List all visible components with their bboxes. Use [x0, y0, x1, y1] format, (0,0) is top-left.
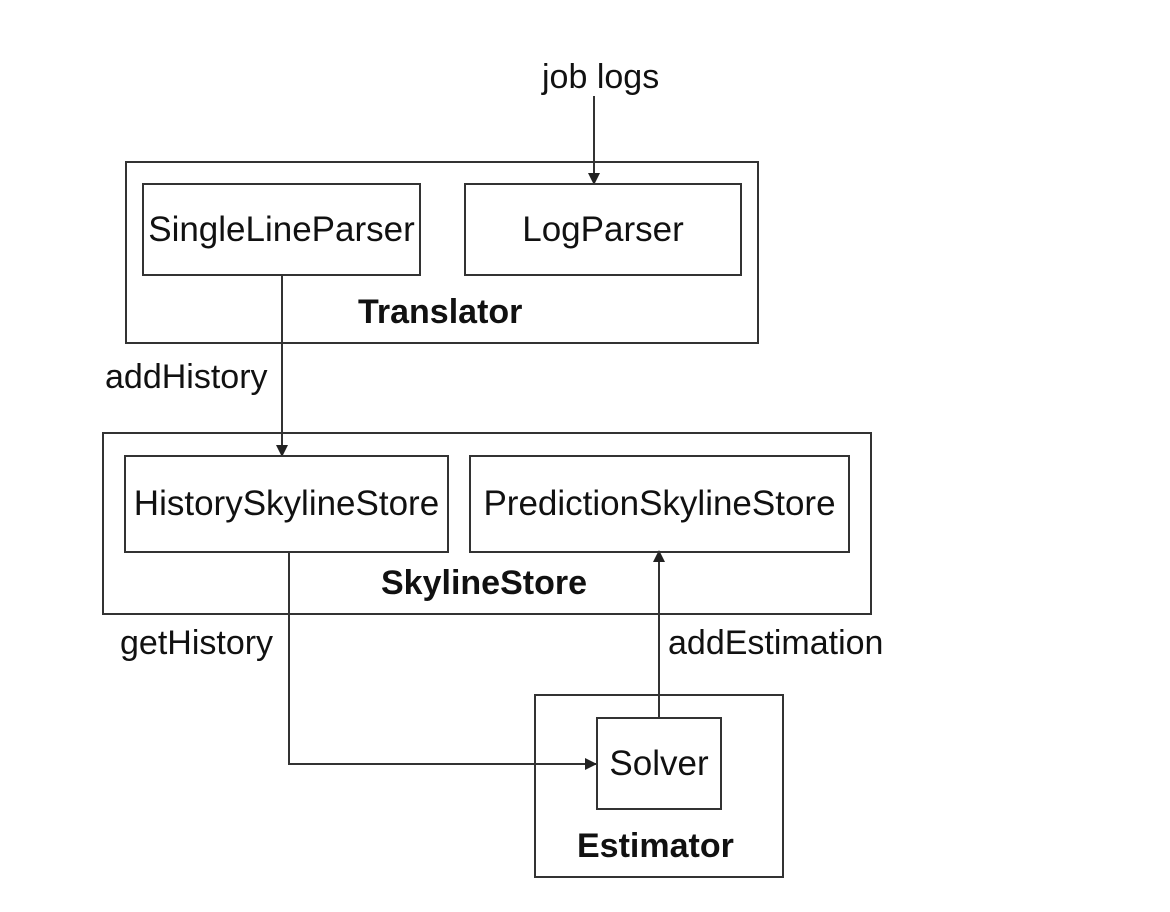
log-parser-box[interactable]: LogParser — [464, 183, 742, 276]
single-line-parser-box[interactable]: SingleLineParser — [142, 183, 421, 276]
job-logs-label: job logs — [542, 58, 660, 96]
translator-group — [125, 161, 759, 344]
skyline-store-title: SkylineStore — [381, 564, 587, 602]
estimator-title: Estimator — [577, 827, 734, 865]
edge-gethistory — [288, 553, 597, 770]
history-skyline-store-box[interactable]: HistorySkylineStore — [124, 455, 449, 553]
estimator-group — [534, 694, 784, 878]
get-history-label: getHistory — [120, 624, 274, 662]
add-estimation-label: addEstimation — [668, 624, 884, 662]
solver-box[interactable]: Solver — [596, 717, 722, 810]
prediction-skyline-store-box[interactable]: PredictionSkylineStore — [469, 455, 850, 553]
skyline-store-group — [102, 432, 872, 615]
add-history-label: addHistory — [105, 358, 268, 396]
translator-title: Translator — [358, 293, 523, 331]
